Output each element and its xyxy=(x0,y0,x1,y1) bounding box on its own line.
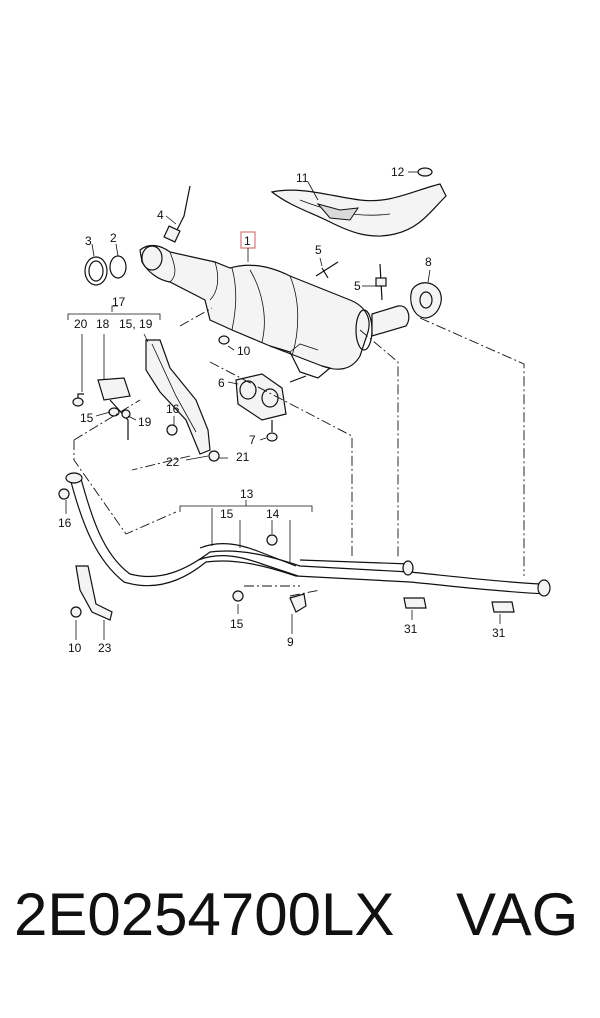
callout-3: 3 xyxy=(85,234,92,248)
bracket-31-icon xyxy=(403,597,427,609)
callout-2: 2 xyxy=(110,231,117,245)
callout-16a: 16 xyxy=(166,402,180,416)
callout-20: 20 xyxy=(74,317,88,331)
callout-6: 6 xyxy=(218,376,225,390)
hanger-icon xyxy=(410,282,442,319)
clamp-icon xyxy=(84,256,108,286)
callout-10a: 10 xyxy=(237,344,251,358)
callout-31b: 31 xyxy=(492,626,506,640)
temp-sensor-icon xyxy=(315,261,339,277)
clip-9-icon xyxy=(289,593,307,613)
callout-18: 18 xyxy=(96,317,110,331)
callout-16b: 16 xyxy=(58,516,72,530)
callout-15a: 15 xyxy=(220,507,234,521)
brand-label: VAG xyxy=(456,881,579,948)
bolt-10-icon xyxy=(70,606,82,618)
particulate-filter xyxy=(139,244,410,379)
callout-15-19: 15, 19 xyxy=(119,317,153,331)
callout-7: 7 xyxy=(249,433,256,447)
callout-23: 23 xyxy=(98,641,112,655)
mounting-bracket xyxy=(235,373,287,421)
callout-15c: 15 xyxy=(230,617,244,631)
callout-14: 14 xyxy=(266,507,280,521)
callout-12: 12 xyxy=(391,165,405,179)
callout-1: 1 xyxy=(244,234,251,248)
bracket-23-icon xyxy=(75,565,113,621)
heat-shield xyxy=(270,183,447,237)
callout-13: 13 xyxy=(240,487,254,501)
footer: 2E0254700LX VAG xyxy=(0,880,600,990)
callout-11: 11 xyxy=(296,171,309,185)
clamp-14-icon xyxy=(266,534,278,546)
bolt-icon xyxy=(218,335,230,345)
oxygen-sensor-icon xyxy=(171,185,191,241)
callout-15b: 15 xyxy=(80,411,94,425)
clamp-15-icon xyxy=(232,590,244,602)
callout-8: 8 xyxy=(425,255,432,269)
gasket-icon xyxy=(109,255,127,279)
callout-9: 9 xyxy=(287,635,294,649)
callout-5a: 5 xyxy=(315,243,322,257)
callout-21: 21 xyxy=(236,450,250,464)
callout-31a: 31 xyxy=(404,622,418,636)
callout-4: 4 xyxy=(157,208,164,222)
bracket-31-icon-2 xyxy=(491,601,515,613)
part-number: 2E0254700LX xyxy=(14,881,395,948)
nut-12-icon xyxy=(417,167,433,177)
exhaust-tailpipe xyxy=(58,472,551,597)
callout-22: 22 xyxy=(166,455,180,469)
callout-19: 19 xyxy=(138,415,152,429)
callout-17: 17 xyxy=(112,295,126,309)
callout-5b: 5 xyxy=(354,279,361,293)
bracket-assembly-17 xyxy=(72,339,220,462)
callout-10b: 10 xyxy=(68,641,82,655)
exhaust-parts-diagram: 1 2 3 4 5 5 6 7 8 9 10 10 11 12 13 14 15… xyxy=(58,165,551,655)
